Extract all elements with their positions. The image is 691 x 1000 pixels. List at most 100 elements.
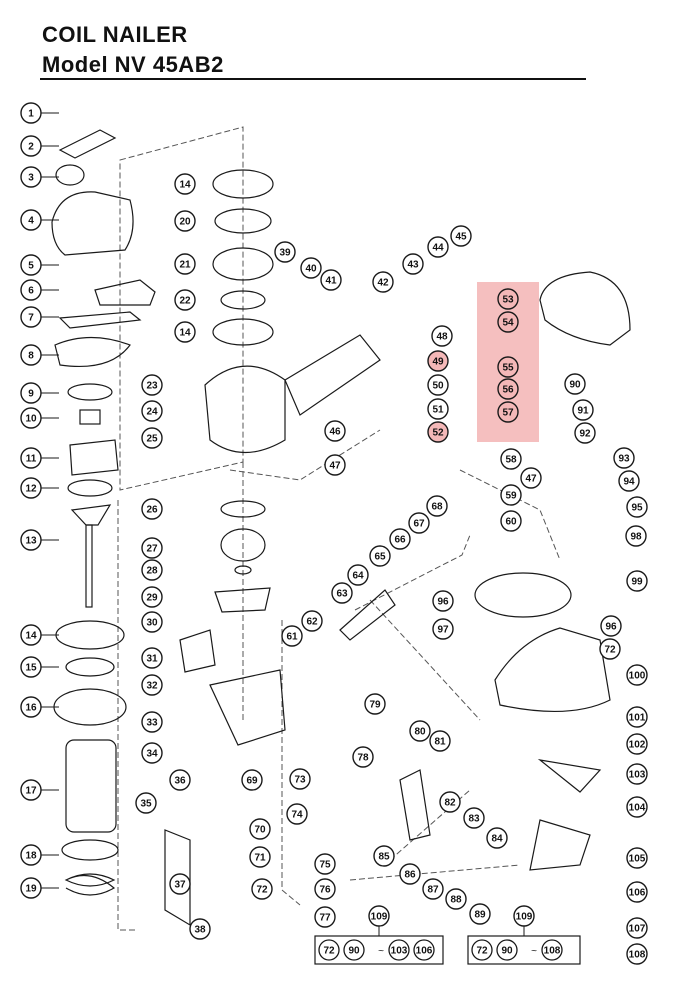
callout-12: 12 (20, 477, 42, 499)
callout-circle (141, 400, 163, 422)
callout-circle (20, 344, 42, 366)
callout-circle (500, 510, 522, 532)
kit-item: 72 (471, 939, 493, 961)
callout-42: 42 (372, 271, 394, 293)
callout-circle (599, 638, 621, 660)
callout-circle (20, 382, 42, 404)
kit-item-label: 90 (348, 946, 360, 957)
title-rule (40, 78, 586, 80)
callout-34: 34 (141, 742, 163, 764)
callout-circle (497, 401, 519, 423)
callout-circle (497, 311, 519, 333)
callout-circle (427, 421, 449, 443)
callout-65: 65 (369, 545, 391, 567)
callout-label: 42 (377, 278, 389, 289)
callout-label: 66 (394, 535, 406, 546)
callout-circle (20, 166, 42, 188)
kit-item: 90 (343, 939, 365, 961)
callout-10: 10 (20, 407, 42, 429)
callout-6: 6 (20, 279, 42, 301)
kit-item-circle (496, 939, 518, 961)
callout-61: 61 (281, 625, 303, 647)
callout-77: 77 (314, 906, 336, 928)
callout-circle (20, 135, 42, 157)
callout-circle (141, 498, 163, 520)
callout-circle (141, 711, 163, 733)
callout-label: 4 (28, 216, 34, 227)
callout-label: 3 (28, 173, 34, 184)
callout-label: 105 (629, 854, 646, 865)
callout-40: 40 (300, 257, 322, 279)
callout-label: 48 (436, 332, 448, 343)
callout-label: 14 (25, 631, 37, 642)
callout-label: 108 (629, 950, 646, 961)
callout-circle (174, 253, 196, 275)
callout-66: 66 (389, 528, 411, 550)
callout-label: 47 (329, 461, 341, 472)
callout-label: 76 (319, 885, 331, 896)
callout-circle (20, 529, 42, 551)
callout-label: 50 (432, 381, 444, 392)
callout-73: 73 (289, 768, 311, 790)
callout-circle (141, 586, 163, 608)
callout-109: 109 (513, 905, 535, 927)
callout-label: 45 (455, 232, 467, 243)
callout-53: 53 (497, 288, 519, 310)
kit-box (314, 935, 444, 965)
callout-45: 45 (450, 225, 472, 247)
callout-circle (174, 289, 196, 311)
callout-103: 103 (626, 763, 648, 785)
callout-circle (20, 779, 42, 801)
callout-circle (372, 271, 394, 293)
callout-36: 36 (169, 769, 191, 791)
callout-circle (141, 537, 163, 559)
callout-71: 71 (249, 846, 271, 868)
callout-label: 25 (146, 434, 158, 445)
callout-18: 18 (20, 844, 42, 866)
callout-label: 44 (432, 243, 444, 254)
callout-70: 70 (249, 818, 271, 840)
callout-label: 26 (146, 505, 158, 516)
callout-label: 27 (146, 544, 158, 555)
callout-89: 89 (469, 903, 491, 925)
callout-79: 79 (364, 693, 386, 715)
callout-circle (141, 647, 163, 669)
callout-label: 32 (146, 681, 158, 692)
callout-label: 41 (325, 276, 337, 287)
callout-label: 109 (371, 912, 388, 923)
callout-57: 57 (497, 401, 519, 423)
callout-41: 41 (320, 269, 342, 291)
callout-label: 29 (146, 593, 158, 604)
callout-label: 49 (432, 357, 444, 368)
callout-label: 109 (516, 912, 533, 923)
callout-95: 95 (626, 496, 648, 518)
callout-circle (141, 427, 163, 449)
callout-label: 107 (629, 924, 646, 935)
callout-label: 10 (25, 414, 37, 425)
kit-item-circle (343, 939, 365, 961)
callout-94: 94 (618, 470, 640, 492)
callout-circle (289, 768, 311, 790)
callout-label: 65 (374, 552, 386, 563)
callout-label: 2 (28, 142, 34, 153)
callout-62: 62 (301, 610, 323, 632)
callout-47: 47 (324, 454, 346, 476)
callout-circle (373, 845, 395, 867)
callout-100: 100 (626, 664, 648, 686)
callout-circle (20, 209, 42, 231)
callout-circle (626, 763, 648, 785)
callout-circle (429, 730, 451, 752)
callout-label: 94 (623, 477, 635, 488)
callout-circle (174, 210, 196, 232)
callout-label: 67 (413, 519, 425, 530)
callout-93: 93 (613, 447, 635, 469)
callout-circle (20, 102, 42, 124)
callout-label: 35 (140, 799, 152, 810)
callout-circle (626, 664, 648, 686)
callout-29: 29 (141, 586, 163, 608)
callout-circle (347, 564, 369, 586)
callout-78: 78 (352, 746, 374, 768)
callout-label: 77 (319, 913, 331, 924)
callout-63: 63 (331, 582, 353, 604)
